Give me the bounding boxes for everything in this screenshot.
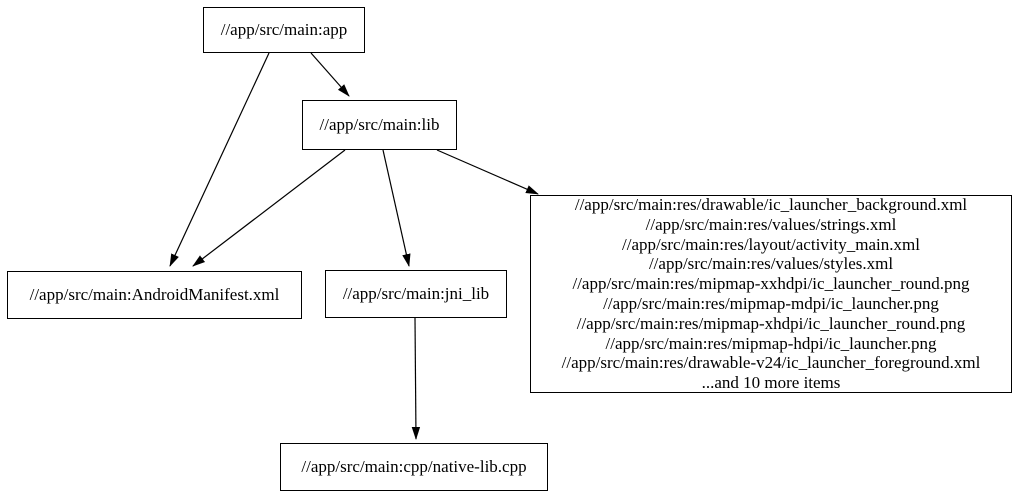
node-app: //app/src/main:app: [203, 7, 365, 53]
res-group-more-items: ...and 10 more items: [701, 373, 841, 393]
res-group-line: //app/src/main:res/layout/activity_main.…: [622, 234, 920, 254]
node-native-lib-cpp-label: //app/src/main:cpp/native-lib.cpp: [301, 457, 527, 477]
edge-app-to-manifest: [169, 52, 270, 267]
res-group-line: //app/src/main:res/mipmap-xhdpi/ic_launc…: [576, 313, 966, 333]
res-group-line: //app/src/main:res/values/strings.xml: [645, 214, 897, 234]
node-native-lib-cpp: //app/src/main:cpp/native-lib.cpp: [280, 443, 548, 491]
node-android-manifest: //app/src/main:AndroidManifest.xml: [7, 271, 302, 319]
edge-lib-to-jni-lib: [382, 149, 411, 267]
edge-lib-to-res-group: [436, 149, 539, 195]
node-lib: //app/src/main:lib: [302, 100, 457, 150]
edge-jni-lib-to-native-lib: [411, 317, 421, 440]
res-group-line: //app/src/main:res/values/styles.xml: [648, 254, 894, 274]
edge-lib-to-manifest: [192, 149, 346, 267]
res-group-line: //app/src/main:res/mipmap-mdpi/ic_launch…: [603, 294, 939, 313]
node-lib-label: //app/src/main:lib: [319, 115, 440, 135]
edge-app-to-lib: [310, 52, 350, 97]
res-group-line: //app/src/main:res/drawable/ic_launcher_…: [574, 195, 968, 215]
node-android-manifest-label: //app/src/main:AndroidManifest.xml: [29, 285, 280, 305]
node-jni-lib: //app/src/main:jni_lib: [325, 270, 507, 318]
res-group-line: //app/src/main:res/mipmap-xxhdpi/ic_laun…: [572, 274, 970, 294]
node-jni-lib-label: //app/src/main:jni_lib: [342, 284, 490, 304]
res-group-line: //app/src/main:res/mipmap-hdpi/ic_launch…: [605, 333, 937, 353]
node-res-group: //app/src/main:res/drawable/ic_launcher_…: [530, 195, 1012, 393]
res-group-line: //app/src/main:res/drawable-v24/ic_launc…: [561, 353, 981, 373]
node-app-label: //app/src/main:app: [220, 20, 348, 40]
